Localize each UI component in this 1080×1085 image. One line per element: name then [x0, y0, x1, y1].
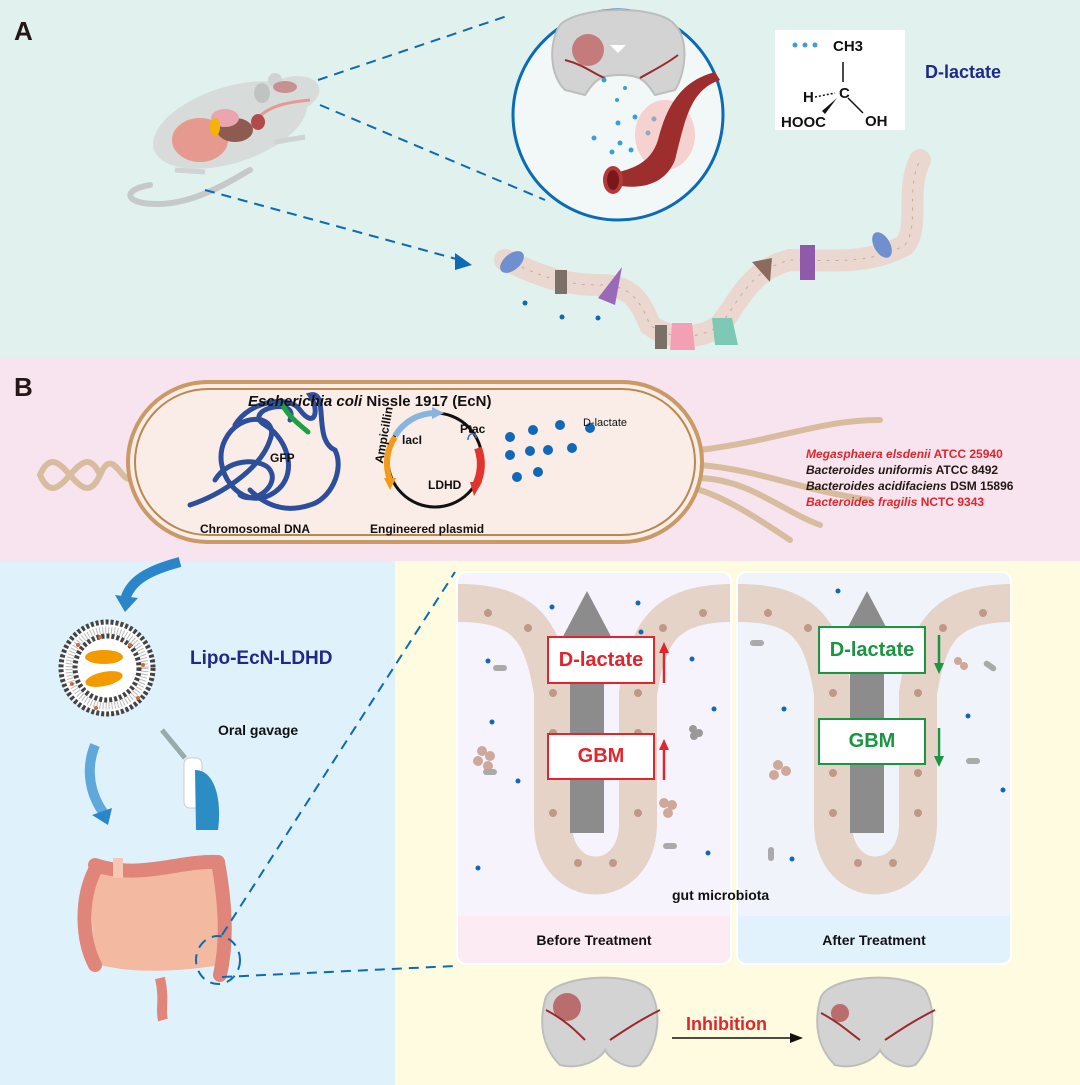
dashed-connector-lines [195, 571, 456, 985]
gut-microbiota-label: gut microbiota [672, 887, 770, 903]
chromosomal-dna-icon [187, 392, 341, 511]
lipo-ecn-ldhd-label: Lipo-EcN-LDHD [190, 648, 333, 669]
panel-letter-b: B [14, 372, 33, 402]
gfp-label: GFP [270, 451, 295, 465]
brain-icon [551, 9, 686, 97]
ecn-title: Escherichia coli Nissle 1917 (EcN) [248, 393, 491, 410]
dashed-connector-lines [204, 14, 546, 261]
after-treatment-title: After Treatment [738, 916, 1010, 963]
panel-a-graphics [127, 8, 931, 350]
curved-arrow-icon [84, 743, 110, 818]
microbe-cluster-icon [769, 657, 968, 780]
increase-arrows [659, 642, 669, 780]
ptac-label: Ptac [460, 422, 486, 436]
chromosomal-dna-caption: Chromosomal DNA [200, 522, 311, 536]
intestinal-epithelium-icon [494, 149, 931, 350]
d-lactate-dots-after [781, 588, 1006, 862]
decrease-arrows [934, 635, 944, 767]
before-treatment-panel: D-lactate GBM Before Treatment [456, 571, 732, 965]
d-lactate-marker-box: D-lactate [818, 626, 926, 674]
engineered-plasmid-caption: Engineered plasmid [370, 522, 485, 536]
microbe-rod-icon [750, 640, 997, 861]
blood-vessel-icon [603, 72, 720, 194]
hydrogen-label: H [803, 89, 814, 106]
strain-item: Bacteroides fragilis NCTC 9343 [806, 495, 985, 509]
ldhd-label: LDHD [428, 478, 462, 492]
d-lactate-dots-gut [522, 300, 601, 321]
strain-item: Megasphaera elsdenii ATCC 25940 [806, 447, 1003, 461]
d-lactate-dots-b [505, 420, 595, 482]
engineered-plasmid-icon [383, 407, 485, 509]
oral-gavage-label: Oral gavage [218, 722, 299, 738]
gbm-marker-box: GBM [818, 718, 926, 765]
secreted-d-lactate-label: D-lactate [583, 417, 628, 429]
mouse-anatomy-icon [127, 73, 320, 208]
d-lactate-marker-box: D-lactate [547, 636, 655, 684]
panel-letter-a: A [14, 16, 33, 46]
flagella-icon [37, 417, 883, 543]
gbm-marker-box: GBM [547, 733, 655, 780]
group-hooc: HOOC [781, 114, 826, 131]
microbe-rod-icon [483, 665, 677, 849]
laci-label: lacI [402, 433, 423, 447]
brain-vessel-magnifier [511, 8, 725, 222]
d-lactate-title: D-lactate [925, 62, 1002, 82]
gfp-gene-icon [280, 403, 311, 435]
brain-tumor-after-icon [816, 976, 936, 1068]
group-oh: OH [865, 113, 888, 130]
oral-gavage-icon [160, 728, 220, 830]
ecn-title-strain: Nissle 1917 (EcN) [362, 393, 492, 410]
strain-list: Megasphaera elsdenii ATCC 25940 Bacteroi… [806, 446, 1013, 510]
molecule-bonds [792, 42, 864, 114]
strain-item: Bacteroides uniformis ATCC 8492 [806, 463, 999, 477]
after-treatment-panel: D-lactate GBM After Treatment [736, 571, 1012, 965]
microbe-cluster-icon [473, 746, 677, 818]
group-ch3: CH3 [833, 38, 864, 55]
intestine-icon [77, 854, 232, 1022]
carbon-label: C [839, 85, 850, 102]
ecn-title-species: Escherichia coli [248, 393, 363, 410]
curved-arrow-icon [120, 557, 182, 602]
before-treatment-title: Before Treatment [458, 916, 730, 963]
inhibition-label: Inhibition [686, 1014, 767, 1034]
arrow-head-icon [455, 253, 472, 270]
strain-item: Bacteroides acidifaciens DSM 15896 [806, 479, 1014, 493]
brain-tumor-before-icon [541, 976, 661, 1068]
liposome-icon [58, 619, 156, 717]
d-lactate-structure: CH3 C H HOOC OH [775, 30, 905, 131]
